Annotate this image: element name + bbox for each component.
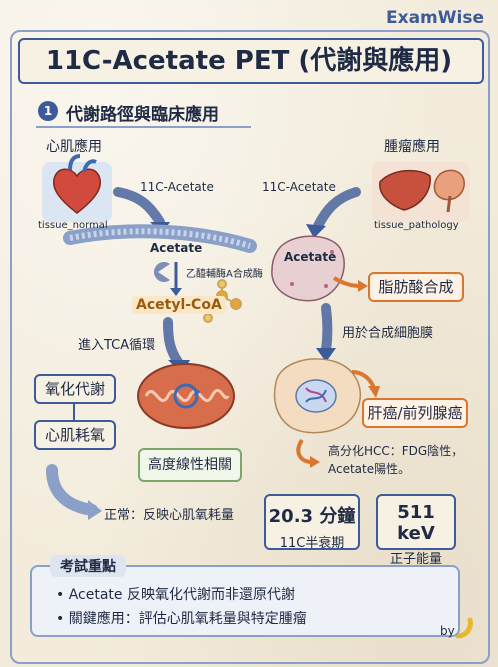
signature: by [440, 624, 455, 638]
page-title: 11C-Acetate PET (代謝與應用) [45, 46, 453, 76]
normal-note-arrow [46, 464, 98, 516]
section-underline [36, 126, 251, 128]
right-heading: 腫瘤應用 [384, 139, 440, 155]
positron-energy-card: 511 keV 正子能量 [376, 494, 456, 567]
hcc-note-line2: Acetate陽性。 [328, 462, 411, 476]
tracer-arrow-left [113, 187, 165, 227]
normal-image-label: tissue_normal [38, 220, 108, 231]
membrane-note: 用於合成細胞膜 [342, 326, 434, 341]
left-acetate-label: Acetate [150, 241, 203, 255]
coa-to-mito-arrow [163, 317, 183, 367]
exam-point-1: • Acetate 反映氧化代謝而非還原代謝 [56, 587, 295, 603]
exam-point-1-text: Acetate 反映氧化代謝而非還原代謝 [68, 587, 295, 603]
positron-energy-label: 正子能量 [389, 552, 442, 567]
brand-logo: ExamWise [386, 8, 484, 28]
correlation-box: 高度線性相關 [138, 448, 242, 482]
hcc-arrow [296, 438, 313, 464]
cancers-box: 肝癌/前列腺癌 [362, 398, 468, 428]
hcc-note-line1: 高分化HCC：FDG陰性， [328, 444, 464, 458]
liver-icon [379, 169, 431, 211]
title-banner [18, 38, 484, 84]
exam-points-panel [30, 565, 460, 637]
tracer-arrow-right [313, 187, 361, 231]
prostate-icon [433, 169, 465, 213]
page-frame [10, 30, 490, 664]
myocardial-o2-box: 心肌耗氧 [34, 420, 116, 450]
acetyl-coa-label: Acetyl-CoA [132, 296, 226, 314]
positron-energy-value: 511 keV [397, 502, 435, 544]
fatty-acid-box: 脂肪酸合成 [368, 272, 464, 302]
enzyme-icon [153, 262, 170, 282]
left-tracer-label: 11C-Acetate [140, 180, 214, 194]
cell-membrane-lipids [69, 228, 251, 249]
normal-note: 正常：反映心肌氧耗量 [104, 508, 235, 523]
half-life-value: 20.3 分鐘 [268, 506, 356, 527]
exam-heading: 考試重點 [50, 555, 126, 577]
half-life-card: 20.3 分鐘 11C半衰期 [264, 494, 360, 551]
exam-point-2-text: 關鍵應用：評估心肌氧耗量與特定腫瘤 [68, 611, 307, 627]
tca-label: 進入TCA循環 [78, 338, 156, 353]
heart-icon [53, 154, 101, 214]
tumor-cell-icon [271, 235, 345, 302]
cancer-cell-icon [273, 358, 361, 434]
half-life-label: 11C半衰期 [279, 536, 345, 551]
mitochondrion-icon [137, 363, 235, 429]
pathology-image-label: tissue_pathology [374, 220, 459, 231]
right-tracer-label: 11C-Acetate [262, 180, 336, 194]
membrane-arrow [321, 303, 333, 355]
fatty-acid-arrow [332, 276, 361, 288]
section-title: 代謝路徑與臨床應用 [66, 105, 219, 125]
cancer-arrow [351, 370, 376, 389]
banana-icon [455, 617, 473, 639]
ox-metabolism-box: 氧化代謝 [34, 374, 116, 404]
left-heading: 心肌應用 [46, 139, 102, 155]
right-acetate-label: Acetate [284, 250, 337, 264]
section-number: 1 [38, 101, 58, 121]
enzyme-label: 乙醯輔酶A合成酶 [186, 269, 263, 280]
exam-point-2: • 關鍵應用：評估心肌氧耗量與特定腫瘤 [56, 611, 307, 627]
